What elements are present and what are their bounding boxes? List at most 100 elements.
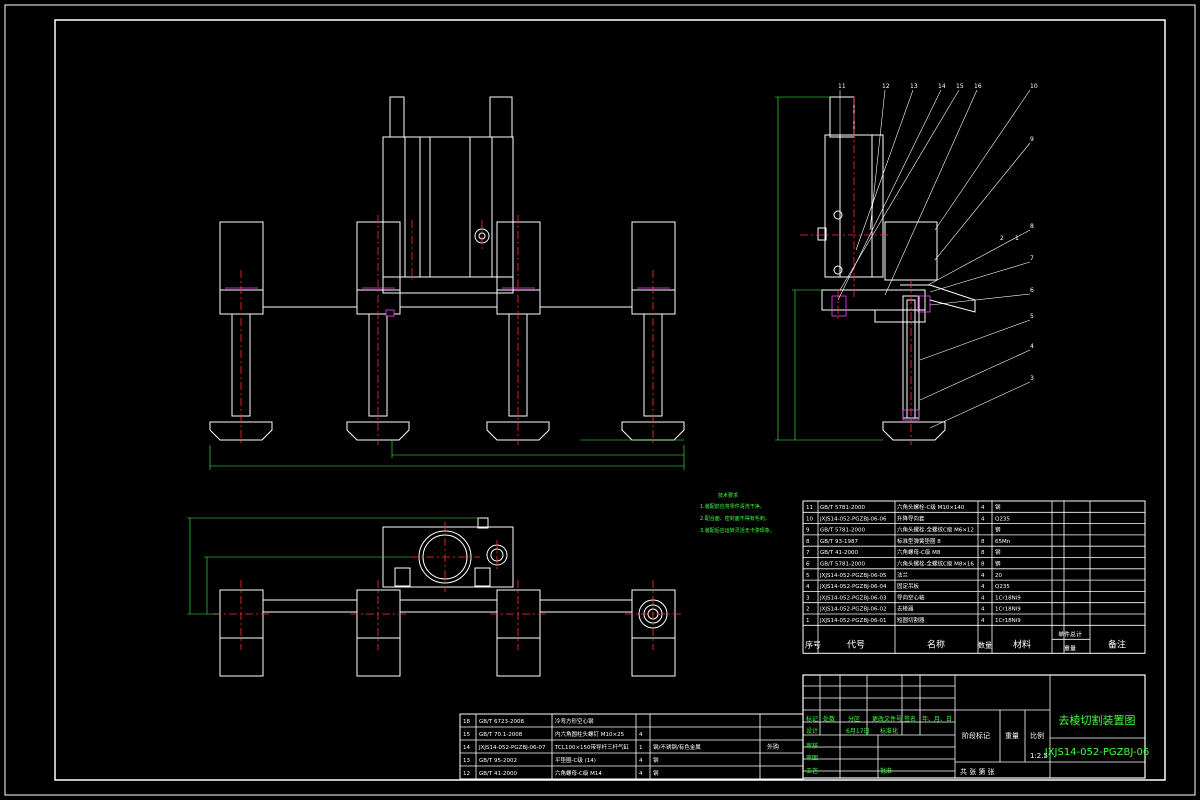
bom-lower-qty: 4 — [639, 758, 643, 764]
side-label-14: 14 — [938, 83, 946, 90]
side-label-5: 5 — [1030, 313, 1034, 320]
side-label-12: 12 — [882, 83, 890, 90]
top-dimensions — [187, 517, 480, 615]
bom-lower-qty: 4 — [639, 732, 643, 738]
bom-row-index: 1 — [806, 618, 810, 624]
side-center-lines — [800, 97, 912, 445]
bom-row-code: GB/T 41-2000 — [820, 550, 858, 556]
bom-lower-name: 冷弯方形空心钢 — [555, 717, 594, 725]
side-label-10: 10 — [1030, 83, 1038, 90]
bom-lower-code: GB/T 95-2002 — [479, 758, 517, 764]
title-block-col-label: 处数 — [823, 715, 835, 723]
front-cylinder-rod-right — [489, 96, 513, 138]
top-block-2 — [356, 589, 401, 677]
side-label-1: 1 — [1015, 235, 1019, 242]
title-block-col-label: 年、月、日 — [922, 715, 952, 723]
side-label-9: 9 — [1030, 136, 1034, 143]
side-flange — [874, 309, 926, 323]
front-cylinder-base — [382, 276, 514, 294]
side-bracket — [884, 221, 938, 281]
bom-lower-code: GB/T 70.1-2008 — [479, 732, 523, 738]
front-dimensions — [209, 439, 685, 470]
bom-row-index: 8 — [806, 539, 810, 545]
bom-row-qty: 4 — [981, 584, 985, 590]
bom-row-qty: 4 — [981, 516, 985, 522]
bom-lower-code: GB/T 6723-2008 — [479, 719, 524, 725]
bom-row-material: 20 — [995, 573, 1002, 579]
bom-lower-code: JXJS14-052-PGZBJ-06-07 — [478, 745, 546, 751]
bom-lower-material: 钢 — [653, 769, 659, 777]
title-block-col-label: 标记 — [806, 715, 818, 723]
bom-row-material: 钢 — [995, 548, 1001, 556]
bom-row-qty: 4 — [981, 618, 985, 624]
bom-row-code: GB/T 93-1987 — [820, 539, 858, 545]
bom-row-qty: 4 — [981, 595, 985, 601]
bom-lower-qty: 1 — [639, 745, 643, 751]
bom-row-qty: 8 — [981, 539, 985, 545]
bom-lower-code: GB/T 41-2000 — [479, 771, 517, 777]
bom-lower-material: 钢/不锈钢/有色金属 — [653, 743, 701, 751]
bom-row-material: Q235 — [995, 516, 1010, 522]
inner-frame — [54, 19, 1166, 781]
top-block-3 — [496, 589, 541, 677]
title-block-col-label: 更改文件号 — [872, 715, 902, 723]
bom-row-index: 11 — [806, 505, 813, 511]
title-block-approve: 批准 — [880, 767, 892, 775]
bom-row-material: 1Cr18Ni9 — [995, 618, 1021, 624]
front-block-1 — [219, 221, 264, 315]
bom-row-code: GB/T 5781-2000 — [820, 505, 865, 511]
outer-frame — [4, 4, 1196, 796]
front-cutter-3 — [486, 421, 550, 441]
bom-row-name: 六角头螺栓-全螺纹C级 M8×16 — [897, 560, 974, 568]
bom-header-remarks: 备注 — [1108, 638, 1126, 650]
bom-row-qty: 4 — [981, 573, 985, 579]
title-block-col-label: 分区 — [848, 715, 860, 723]
title-block-col-label: 签名 — [904, 715, 916, 723]
bom-header-qty: 数量 — [978, 640, 992, 649]
title-block-design: 设计 — [806, 727, 818, 735]
bom-row-qty: 4 — [981, 607, 985, 613]
bom-lower-name: 内六角圆柱头螺钉 M10×25 — [555, 730, 625, 738]
bom-row-index: 4 — [806, 584, 810, 590]
bom-row-index: 9 — [806, 528, 810, 534]
front-block-3 — [496, 221, 541, 315]
tech-notes-title: 技术要求 — [718, 492, 738, 499]
tech-note-1: 1.装配前应将零件清洗干净， — [700, 503, 765, 510]
bom-row-index: 3 — [806, 595, 810, 601]
bom-header-mass: 重量 — [1064, 644, 1076, 652]
side-plate — [821, 289, 926, 311]
bom-lower-name: 六角螺母-C级 M14 — [555, 769, 602, 777]
side-label-3: 3 — [1030, 375, 1034, 382]
side-dimensions — [775, 96, 883, 441]
bom-row-code: JXJS14-052-PGZBJ-06-03 — [819, 595, 887, 601]
bom-row-qty: 8 — [981, 562, 985, 568]
front-center-lines — [240, 215, 654, 445]
bom-row-qty: 4 — [981, 505, 985, 511]
side-label-8: 8 — [1030, 223, 1034, 230]
title-block-check: 审核 — [806, 742, 818, 750]
bom-row-index: 10 — [806, 516, 813, 522]
side-label-13: 13 — [910, 83, 918, 90]
bom-lower-index: 13 — [463, 758, 470, 764]
scale-label: 比例 — [1030, 731, 1044, 740]
drawing-title: 去棱切割装置图 — [1059, 713, 1136, 727]
bom-row-code: JXJS14-052-PGZBJ-06-04 — [819, 584, 887, 590]
bom-lower-index: 12 — [463, 771, 470, 777]
bom-row-name: 法兰 — [897, 571, 909, 579]
bom-row-name: 导向空心轴 — [897, 593, 925, 601]
side-label-6: 6 — [1030, 287, 1034, 294]
side-label-4: 4 — [1030, 343, 1034, 350]
side-label-7: 7 — [1030, 255, 1034, 262]
bom-row-index: 7 — [806, 550, 810, 556]
bom-header-material: 材料 — [1013, 638, 1031, 650]
side-label-15: 15 — [956, 83, 964, 90]
bom-row-name: 短圆切割器 — [897, 616, 925, 624]
bom-row-code: GB/T 5781-2000 — [820, 562, 865, 568]
bom-row-code: JXJS14-052-PGZBJ-06-05 — [819, 573, 887, 579]
bom-lower-extra: 外购 — [767, 743, 779, 751]
bom-row-material: 1Cr18Ni9 — [995, 595, 1021, 601]
bom-row-material: 钢 — [995, 503, 1001, 511]
side-label-2: 2 — [1000, 235, 1004, 242]
